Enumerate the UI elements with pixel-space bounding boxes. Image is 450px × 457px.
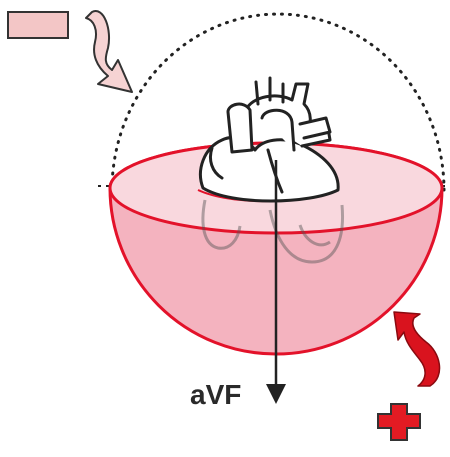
curved-arrow-pink-icon — [86, 11, 132, 92]
lead-label: aVF — [190, 379, 241, 410]
curved-arrow-red-icon — [394, 312, 440, 386]
heart-icon — [200, 78, 338, 201]
minus-sign-icon — [8, 12, 68, 38]
plus-sign-icon — [378, 404, 420, 440]
down-arrow-icon — [266, 384, 286, 404]
